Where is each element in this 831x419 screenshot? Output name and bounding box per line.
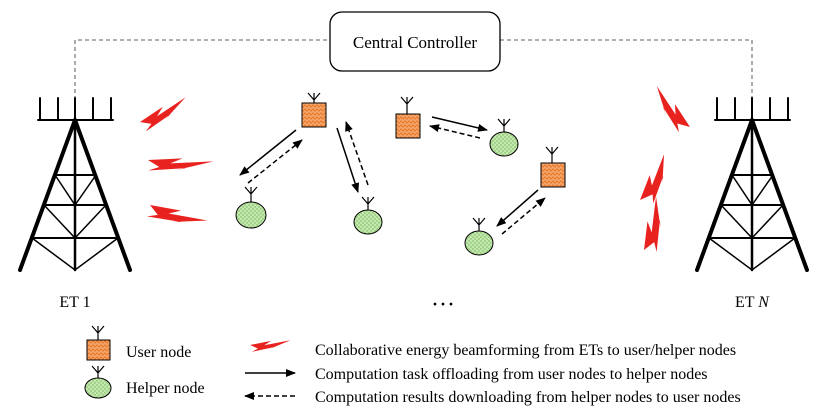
helper-node xyxy=(489,118,519,157)
legend-user-node-icon xyxy=(86,325,111,361)
user-node xyxy=(540,146,566,188)
lightning-icon xyxy=(638,86,704,135)
user-node xyxy=(301,92,327,128)
legend-downloading-label: Computation results downloading from hel… xyxy=(315,389,741,406)
legend-offloading-label: Computation task offloading from user no… xyxy=(315,366,708,383)
controller-links xyxy=(74,39,753,100)
tower-left-label: ET 1 xyxy=(59,294,90,311)
legend-lightning-icon xyxy=(247,330,291,361)
legend-helper-node-label: Helper node xyxy=(126,380,205,397)
helper-node xyxy=(235,186,267,229)
helper-node xyxy=(464,217,494,256)
central-controller-label: Central Controller xyxy=(353,33,478,52)
beam-bolts-left xyxy=(140,97,214,247)
central-controller: Central Controller xyxy=(329,11,501,72)
tower-right xyxy=(695,97,809,272)
node-links xyxy=(239,116,546,235)
helper-node xyxy=(353,196,383,235)
lightning-icon xyxy=(622,196,687,257)
lightning-icon xyxy=(140,97,186,132)
tower-right-label-prefix: ET xyxy=(735,294,758,311)
legend-user-node-label: User node xyxy=(126,344,191,361)
tower-left xyxy=(18,97,132,272)
lightning-icon xyxy=(142,139,214,190)
lightning-icon xyxy=(142,186,208,247)
tower-right-label-italic: N xyxy=(757,294,770,311)
beam-bolts-right xyxy=(619,86,704,257)
legend-helper-node-icon xyxy=(84,365,112,399)
legend-beamforming-label: Collaborative energy beamforming from ET… xyxy=(315,342,736,359)
tower-right-label: ET N xyxy=(735,294,770,311)
legend: User node Helper node Collaborative ener… xyxy=(84,325,741,406)
ellipsis: ··· xyxy=(431,292,455,318)
user-node xyxy=(395,96,421,139)
